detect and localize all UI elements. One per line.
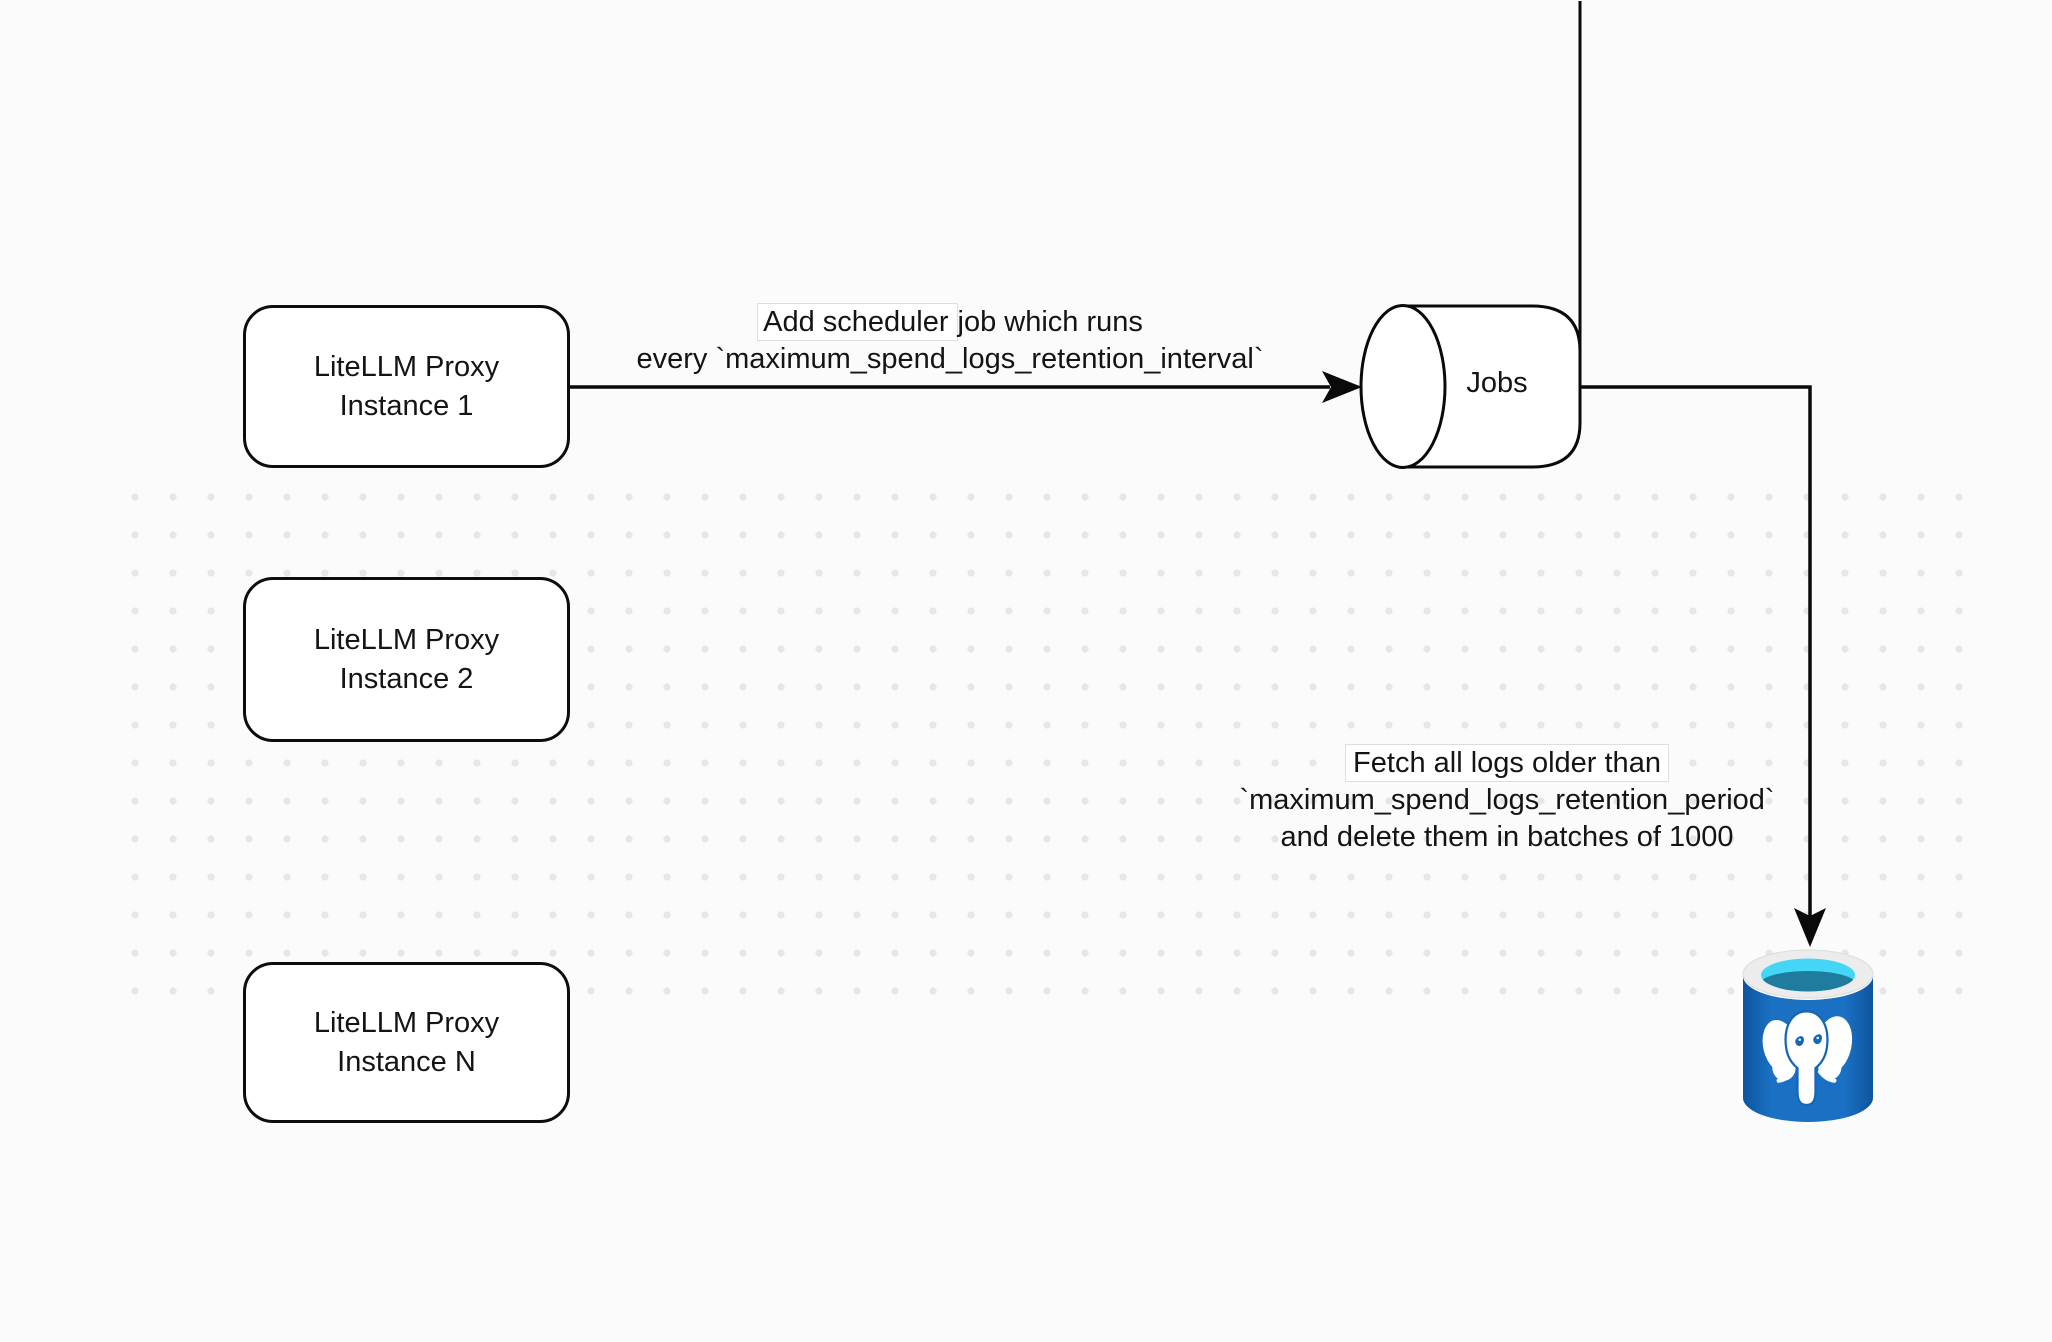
node-label-line1: LiteLLM Proxy	[313, 623, 500, 656]
edge-label-line: `maximum_spend_logs_retention_period`	[1239, 784, 1775, 816]
node-litellm-proxy-instance-1: LiteLLM Proxy Instance 1	[243, 305, 570, 468]
edge-label-line: every `maximum_spend_logs_retention_inte…	[636, 343, 1264, 375]
node-litellm-proxy-instance-2: LiteLLM Proxy Instance 2	[243, 577, 570, 742]
node-label-line1: LiteLLM Proxy	[313, 350, 500, 383]
node-label-line2: Instance 1	[339, 389, 474, 422]
postgres-elephant-glyph	[1762, 1010, 1853, 1107]
jobs-queue-label: Jobs	[1466, 367, 1528, 399]
edge-label-highlight: Add scheduler	[757, 303, 958, 341]
node-label-line2: Instance 2	[339, 662, 474, 695]
edge-label-line: Fetch all logs older than	[1197, 744, 1817, 782]
node-litellm-proxy-instance-n: LiteLLM Proxy Instance N	[243, 962, 570, 1123]
node-label-line2: Instance N	[337, 1045, 476, 1078]
node-label-line1: LiteLLM Proxy	[313, 1006, 500, 1039]
edge-label-line: and delete them in batches of 1000	[1280, 821, 1734, 853]
edge-label-fetch-delete: Fetch all logs older than `maximum_spend…	[1197, 744, 1817, 856]
